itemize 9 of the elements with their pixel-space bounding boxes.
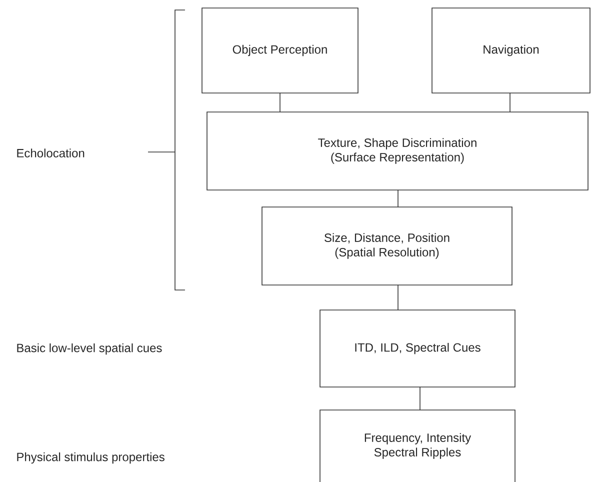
- process-box: Object Perception: [202, 8, 358, 94]
- side-label: Physical stimulus properties: [17, 452, 164, 464]
- process-box: Frequency, Intensity Spectral Ripples: [320, 410, 516, 482]
- process-box: ITD, ILD, Spectral Cues: [320, 310, 516, 388]
- process-box: Texture, Shape Discrimination (Surface Representation): [206, 112, 588, 190]
- side-label: Echolocation: [17, 148, 84, 158]
- side-label: Basic low-level spatial cues: [17, 343, 162, 355]
- process-box: Size, Distance, Position (Spatial Resolution): [262, 206, 512, 286]
- process-box: Navigation: [432, 8, 590, 94]
